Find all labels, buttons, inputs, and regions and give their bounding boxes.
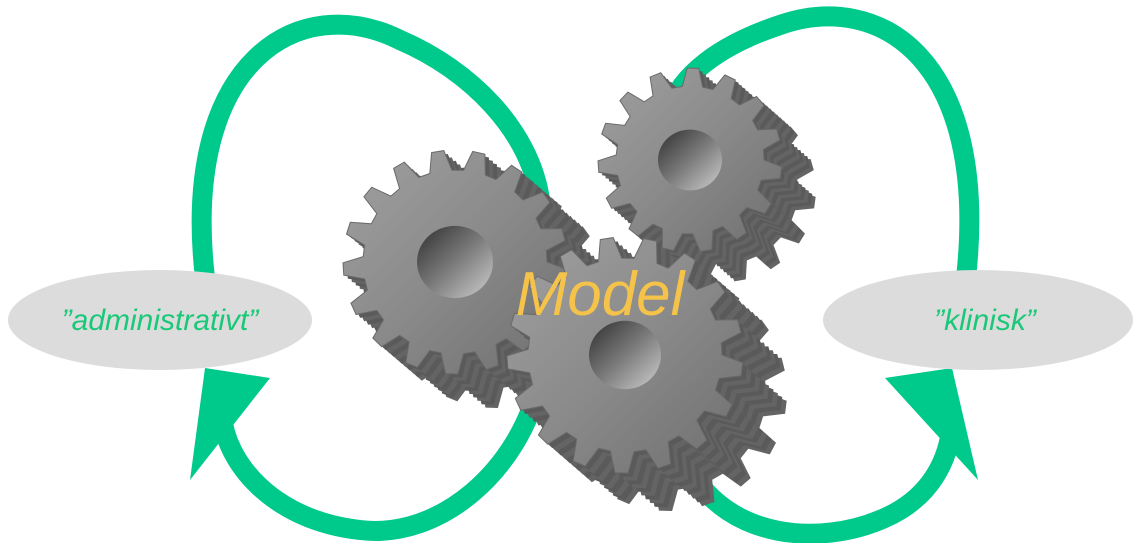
right-ellipse-node: ”klinisk” (823, 270, 1133, 370)
right-ellipse (823, 270, 1133, 370)
gear-icon-bottom (506, 237, 787, 511)
right-loop-lower-arc (681, 419, 962, 543)
left-loop-upper-arc (191, 14, 550, 280)
left-ellipse (8, 270, 312, 370)
left-ellipse-node: ”administrativt” (8, 270, 312, 370)
right-arrowhead-icon (885, 368, 978, 480)
gear-hole (658, 129, 722, 191)
right-label: ”klinisk” (934, 304, 1038, 337)
left-arrowhead-icon (190, 368, 270, 480)
model-label: Model (516, 260, 687, 329)
gear-icon-top-right (597, 67, 816, 282)
left-label: ”administrativt” (62, 304, 261, 337)
gears-group (342, 67, 816, 511)
left-loop-arrow (190, 14, 550, 541)
gear-hole (589, 320, 661, 390)
gear-hole (417, 225, 493, 299)
left-loop-lower-arc (212, 377, 550, 541)
